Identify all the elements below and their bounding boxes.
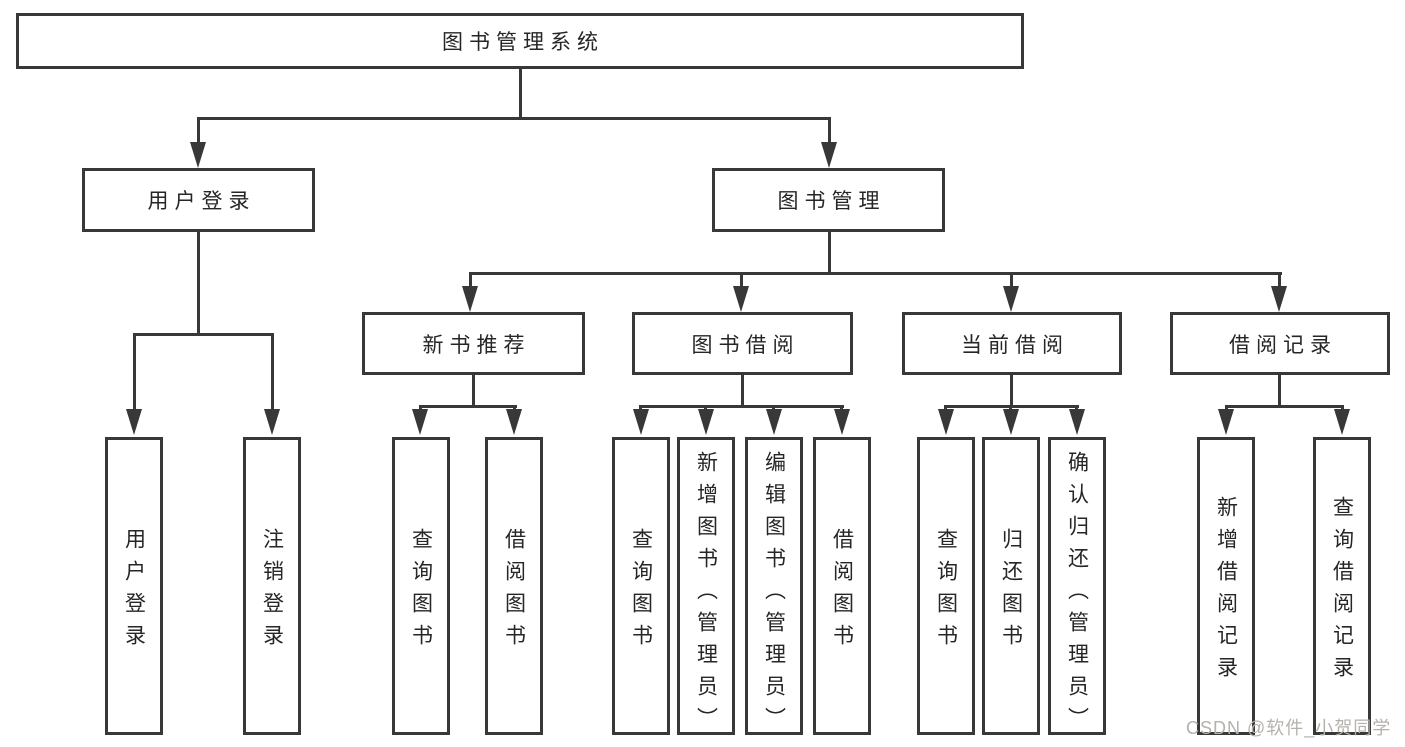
connector-line (197, 231, 200, 336)
arrowhead-icon (1003, 286, 1019, 312)
connector-line (1278, 272, 1281, 288)
node-library-system: 图书管理系统 (16, 13, 1024, 69)
connector-line (133, 333, 136, 411)
arrowhead-icon (506, 409, 522, 435)
node-user-login: 用户登录 (82, 168, 315, 232)
arrowhead-icon (1218, 409, 1234, 435)
connector-line (197, 117, 200, 145)
arrowhead-icon (733, 286, 749, 312)
leaf-logout: 注销登录 (243, 437, 301, 735)
arrowhead-icon (938, 409, 954, 435)
leaf-query-books-recommend: 查询图书 (392, 437, 450, 735)
leaf-user-login: 用户登录 (105, 437, 163, 735)
arrowhead-icon (190, 142, 206, 168)
connector-line (1278, 374, 1281, 407)
arrowhead-icon (1069, 409, 1085, 435)
connector-line (828, 117, 831, 145)
arrowhead-icon (821, 142, 837, 168)
arrowhead-icon (126, 409, 142, 435)
arrowhead-icon (1271, 286, 1287, 312)
connector-line (472, 374, 475, 407)
connector-line (740, 272, 743, 288)
leaf-add-borrow-record: 新增借阅记录 (1197, 437, 1255, 735)
leaf-query-books-current: 查询图书 (917, 437, 975, 735)
connector-line (419, 405, 517, 408)
arrowhead-icon (264, 409, 280, 435)
connector-line (828, 231, 831, 275)
leaf-confirm-return-admin: 确认归还（管理员） (1048, 437, 1106, 739)
node-book-management: 图书管理 (712, 168, 945, 232)
leaf-edit-book-admin: 编辑图书（管理员） (745, 437, 803, 739)
leaf-query-books-borrowing: 查询图书 (612, 437, 670, 735)
connector-line (519, 69, 522, 118)
leaf-add-book-admin: 新增图书（管理员） (677, 437, 735, 739)
leaf-borrow-books-borrowing: 借阅图书 (813, 437, 871, 735)
connector-line (197, 117, 831, 120)
connector-line (1010, 272, 1013, 288)
node-borrowing-records: 借阅记录 (1170, 312, 1390, 375)
arrowhead-icon (462, 286, 478, 312)
connector-line (469, 272, 1282, 275)
connector-line (1225, 405, 1344, 408)
connector-line (741, 374, 744, 407)
node-book-borrowing: 图书借阅 (632, 312, 853, 375)
arrowhead-icon (633, 409, 649, 435)
arrowhead-icon (766, 409, 782, 435)
connector-line (1010, 374, 1013, 407)
arrowhead-icon (1334, 409, 1350, 435)
arrowhead-icon (412, 409, 428, 435)
arrowhead-icon (698, 409, 714, 435)
leaf-return-books: 归还图书 (982, 437, 1040, 735)
arrowhead-icon (834, 409, 850, 435)
connector-line (639, 405, 844, 408)
leaf-query-borrow-record: 查询借阅记录 (1313, 437, 1371, 735)
watermark: CSDN @软件_小贺同学 (1186, 718, 1392, 738)
leaf-borrow-books-recommend: 借阅图书 (485, 437, 543, 735)
arrowhead-icon (1003, 409, 1019, 435)
connector-line (469, 272, 472, 288)
node-new-book-recommend: 新书推荐 (362, 312, 585, 375)
node-current-borrowing: 当前借阅 (902, 312, 1122, 375)
connector-line (271, 333, 274, 411)
connector-line (133, 333, 274, 336)
